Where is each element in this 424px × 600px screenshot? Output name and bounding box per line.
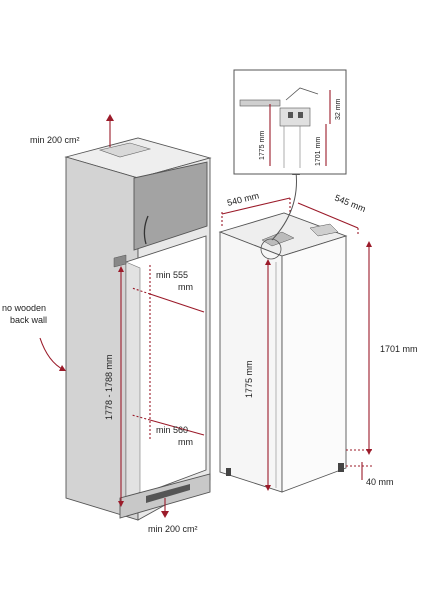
label-back-wall-2: back wall bbox=[10, 315, 47, 325]
label-bottom-gap: 40 mm bbox=[366, 477, 394, 487]
label-back-wall: no wooden bbox=[2, 303, 46, 313]
label-detail-h2: 1701 mm bbox=[315, 137, 322, 166]
cabinet-dimensions bbox=[39, 114, 205, 518]
label-niche-width-bottom-unit: mm bbox=[178, 437, 193, 447]
upper-door bbox=[133, 161, 208, 251]
label-niche-width-bottom: min 560 bbox=[156, 425, 188, 435]
vent-grille bbox=[146, 484, 190, 503]
refrigerator bbox=[218, 212, 348, 493]
label-detail-gap: 32 mm bbox=[335, 98, 342, 120]
label-niche-height: 1778 - 1788 mm bbox=[104, 354, 114, 420]
label-niche-width-top: min 555 bbox=[156, 270, 188, 280]
detail-inset bbox=[233, 69, 347, 175]
label-fridge-body-height: 1701 mm bbox=[380, 344, 418, 354]
label-fridge-depth: 545 mm bbox=[333, 193, 367, 214]
label-niche-width-top-unit: mm bbox=[178, 282, 193, 292]
door-handle bbox=[143, 215, 149, 245]
label-vent-bottom: min 200 cm² bbox=[148, 524, 198, 534]
label-fridge-height: 1775 mm bbox=[244, 360, 254, 398]
label-fridge-width: 540 mm bbox=[226, 190, 260, 208]
label-vent-top: min 200 cm² bbox=[30, 135, 80, 145]
kitchen-cabinet bbox=[64, 137, 212, 521]
label-detail-h1: 1775 mm bbox=[259, 131, 266, 160]
